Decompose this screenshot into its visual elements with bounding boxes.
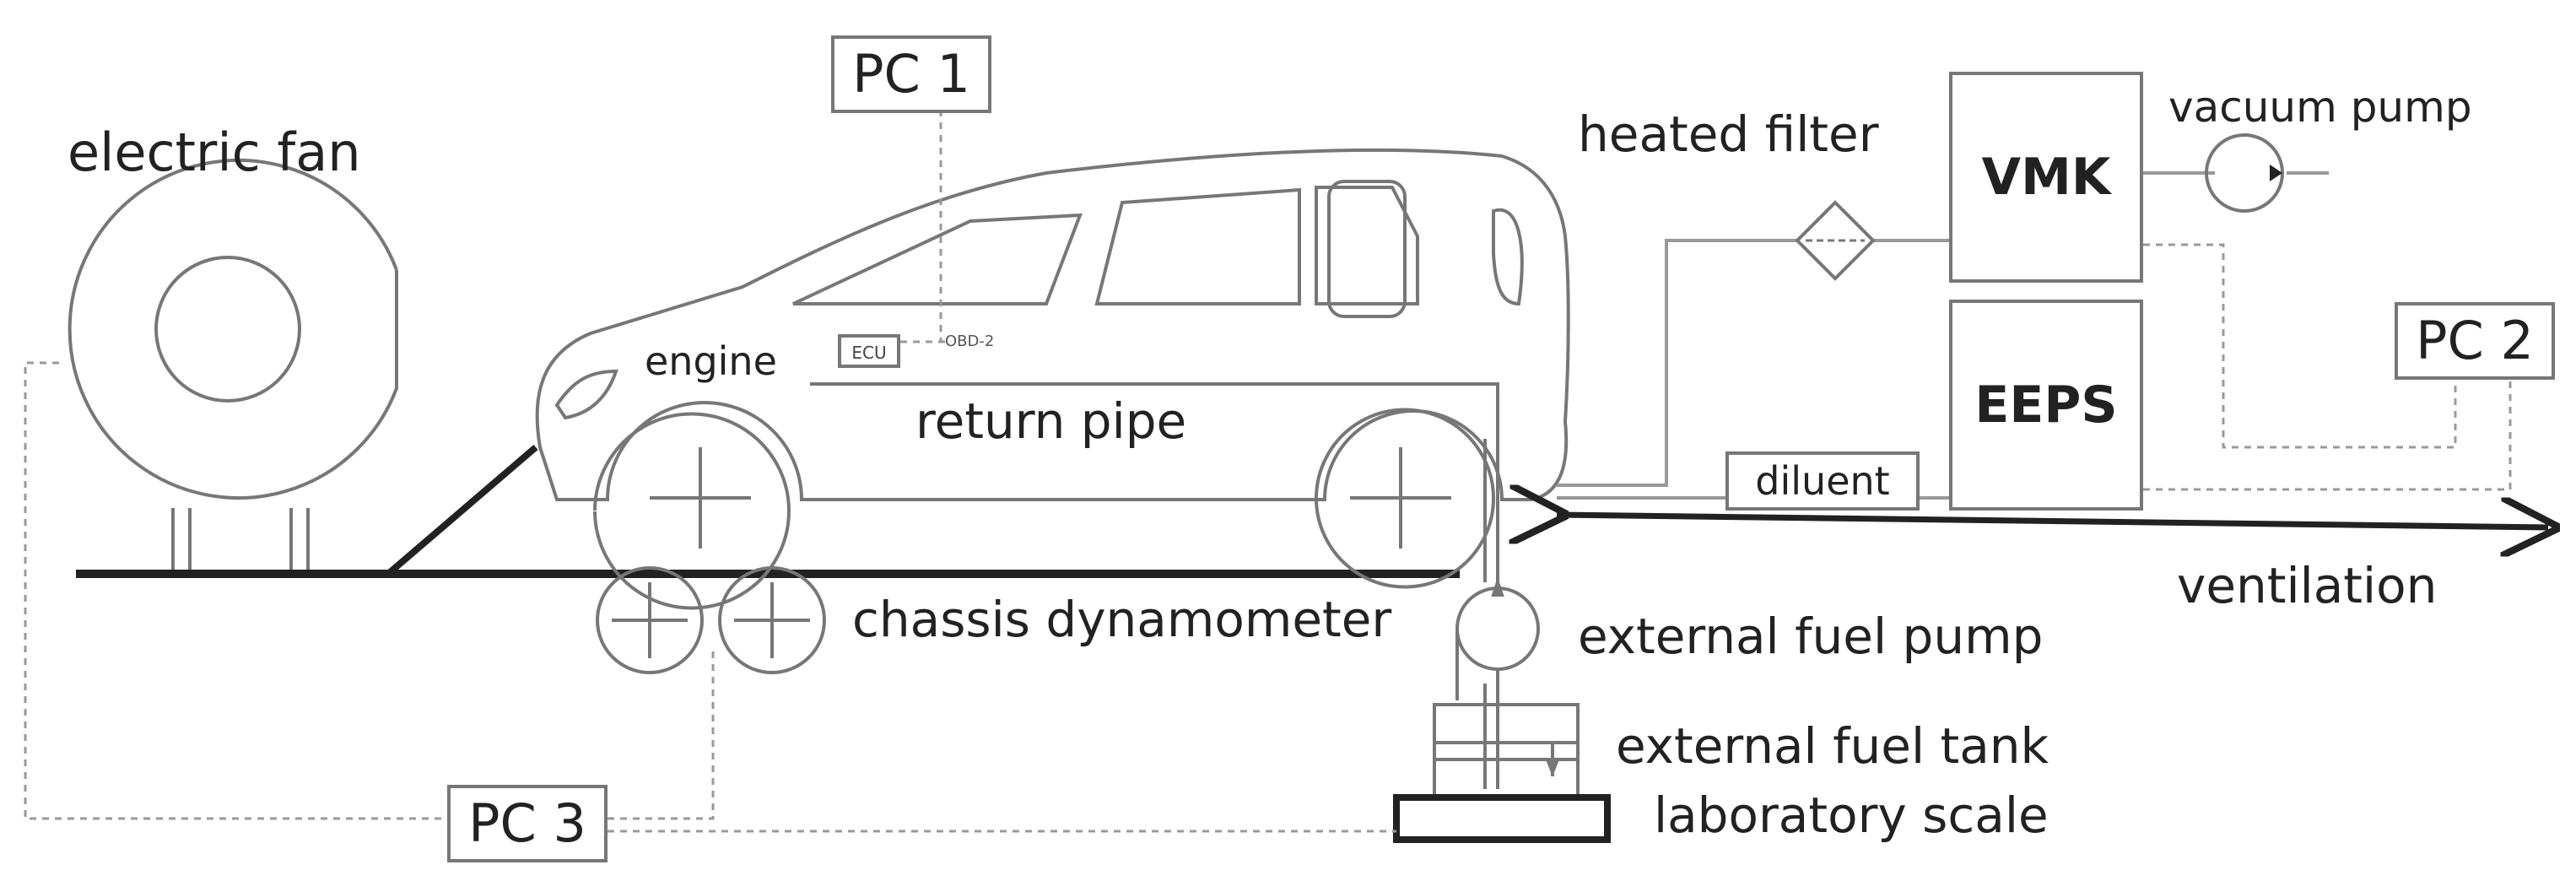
heated-filter-label: heated filter <box>1578 105 1879 163</box>
sampling-lines <box>1557 171 2329 500</box>
eeps-box: EEPS <box>1949 300 2143 511</box>
laboratory-scale-icon <box>1393 794 1611 843</box>
pc3-box: PC 3 <box>447 785 608 862</box>
ventilation-label: ventilation <box>2177 557 2438 614</box>
fan-tie-line <box>386 444 538 577</box>
dynamometer-rollers <box>596 566 826 674</box>
external-fuel-tank-label: external fuel tank <box>1616 717 2049 775</box>
external-fuel-pump-label: external fuel pump <box>1578 608 2044 665</box>
pc1-box: PC 1 <box>831 35 991 113</box>
ecu-label: ECU <box>851 343 886 363</box>
vacuum-pump-label: vacuum pump <box>2168 83 2472 132</box>
laboratory-scale-label: laboratory scale <box>1654 786 2049 844</box>
return-pipe-label: return pipe <box>915 392 1187 450</box>
chassis-dynamometer-label: chassis dynamometer <box>852 591 1392 648</box>
pc2-box: PC 2 <box>2395 302 2555 380</box>
external-fuel-tank-icon <box>1433 703 1580 799</box>
ventilation-arrow <box>1557 515 2548 527</box>
ecu-box <box>838 334 900 368</box>
external-fuel-pump-icon <box>1455 586 1540 671</box>
electric-fan-graphic <box>68 159 398 574</box>
heated-filter-icon <box>1795 200 1876 281</box>
engine-label: engine <box>640 342 782 381</box>
electric-fan-label: electric fan <box>68 122 361 183</box>
diluent-box: diluent <box>1725 451 1920 511</box>
fuel-system-graphic <box>810 382 1580 799</box>
obd-label: OBD-2 <box>945 332 994 350</box>
vehicle-graphic <box>535 148 1570 610</box>
vmk-box: VMK <box>1949 72 2143 283</box>
